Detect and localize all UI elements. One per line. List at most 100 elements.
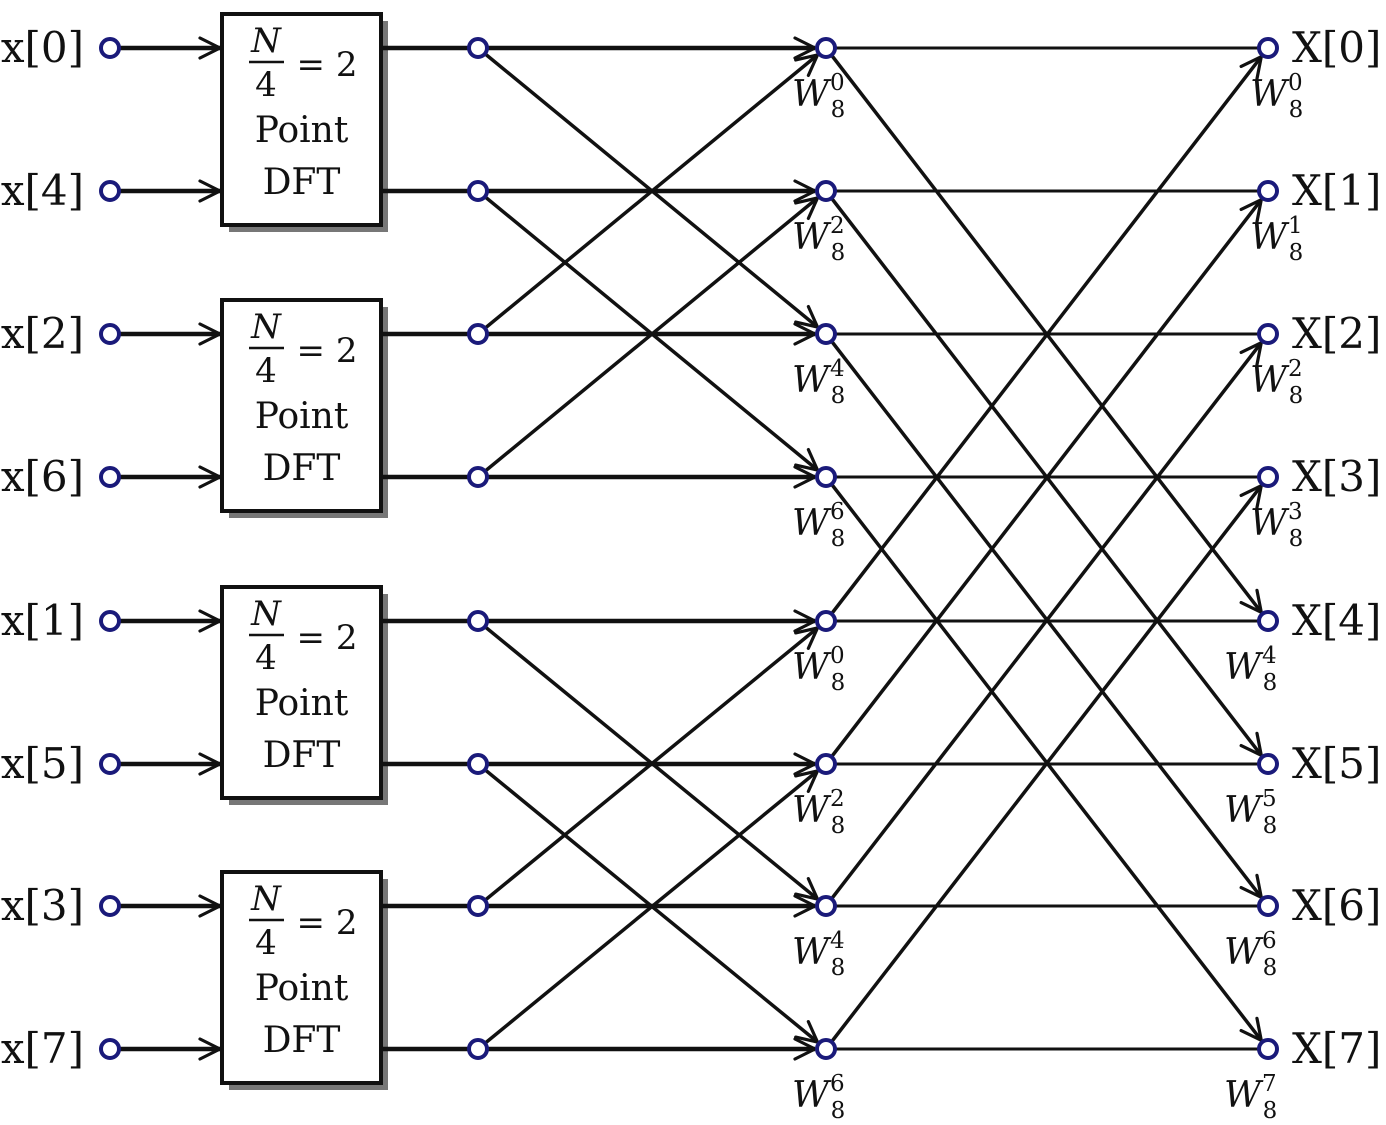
input-label-2: x[2] [1, 309, 84, 358]
twiddle-base: W [792, 932, 832, 973]
output-node-0 [1257, 37, 1279, 59]
twiddle-base: W [792, 790, 832, 831]
twiddle-base: W [1224, 932, 1264, 973]
twiddle-subscript: 8 [831, 383, 846, 409]
twiddle-exponent: 0 [830, 70, 845, 96]
stage3-cross-3 [824, 475, 1263, 1042]
twiddle-subscript: 8 [1289, 97, 1304, 123]
dft-fraction-denominator: 4 [255, 65, 277, 105]
dft-fraction-numerator: N [250, 594, 282, 634]
twiddle-exponent: 2 [830, 213, 845, 239]
stage3-cross-1 [824, 189, 1263, 757]
stage2-node-1 [815, 180, 837, 202]
twiddle-subscript: 8 [831, 1098, 846, 1124]
twiddle-subscript: 8 [831, 97, 846, 123]
input-node-3 [99, 466, 121, 488]
dft-label-dft: DFT [263, 448, 341, 489]
twiddle-subscript: 8 [1263, 670, 1278, 696]
dft-box [220, 12, 383, 227]
input-label-4: x[1] [1, 596, 84, 645]
stage2-cross-3 [476, 196, 820, 479]
twiddle-subscript: 8 [831, 240, 846, 266]
input-node-4 [99, 610, 121, 632]
input-label-0: x[0] [1, 23, 84, 72]
stage3-cross-2 [824, 332, 1263, 899]
twiddle-subscript: 8 [831, 526, 846, 552]
dft-fraction-denominator: 4 [255, 638, 277, 678]
dft-box [220, 585, 383, 800]
dft-label-point: Point [255, 110, 349, 151]
stage1-node-3 [467, 466, 489, 488]
twiddle-exponent: 2 [1288, 356, 1303, 382]
output-label-5: X[5] [1292, 739, 1381, 788]
twiddle-base: W [1250, 503, 1290, 544]
twiddle-base: W [1224, 647, 1264, 688]
output-node-1 [1257, 180, 1279, 202]
input-node-2 [99, 323, 121, 345]
stage2-cross-1 [476, 189, 820, 472]
twiddle-exponent: 4 [1262, 643, 1277, 669]
output-node-5 [1257, 753, 1279, 775]
stage3-cross-4 [824, 55, 1263, 623]
stage2-node-6 [815, 895, 837, 917]
twiddle-subscript: 8 [831, 955, 846, 981]
dft-equals-two: = 2 [297, 45, 358, 85]
dft-fraction-denominator: 4 [255, 923, 277, 963]
stage3-cross-7 [824, 484, 1263, 1051]
twiddle-subscript: 8 [1289, 383, 1304, 409]
dft-box [220, 870, 383, 1085]
twiddle-exponent: 6 [1262, 928, 1277, 954]
twiddle-exponent: 0 [1288, 70, 1303, 96]
stage2-cross-4 [476, 619, 820, 901]
twiddle-subscript: 8 [1289, 240, 1304, 266]
input-node-1 [99, 180, 121, 202]
output-label-4: X[4] [1292, 596, 1381, 645]
stage2-cross-6 [476, 626, 820, 908]
stage2-node-4 [815, 610, 837, 632]
twiddle-base: W [792, 1075, 832, 1116]
stage2-cross-2 [476, 53, 820, 336]
twiddle-exponent: 5 [1262, 786, 1277, 812]
output-label-6: X[6] [1292, 881, 1381, 930]
stage2-node-3 [815, 466, 837, 488]
dft-fraction-numerator: N [250, 21, 282, 61]
dft-label-dft: DFT [263, 1020, 341, 1061]
dft-equals-two: = 2 [297, 331, 358, 371]
input-label-6: x[3] [1, 881, 84, 930]
twiddle-base: W [792, 217, 832, 258]
twiddle-base: W [1224, 1075, 1264, 1116]
dft-label-dft: DFT [263, 735, 341, 776]
twiddle-exponent: 0 [830, 643, 845, 669]
stage1-node-5 [467, 753, 489, 775]
stage1-node-4 [467, 610, 489, 632]
stage1-node-6 [467, 895, 489, 917]
output-node-6 [1257, 895, 1279, 917]
input-label-7: x[7] [1, 1024, 84, 1073]
input-label-1: x[4] [1, 166, 84, 215]
twiddle-exponent: 1 [1288, 213, 1303, 239]
stage1-node-1 [467, 180, 489, 202]
stage2-node-7 [815, 1038, 837, 1060]
twiddle-base: W [1250, 217, 1290, 258]
output-node-3 [1257, 466, 1279, 488]
stage3-cross-6 [824, 341, 1263, 908]
stage3-cross-5 [824, 198, 1263, 766]
dft-label-dft: DFT [263, 162, 341, 203]
twiddle-exponent: 6 [830, 499, 845, 525]
dft-box [220, 298, 383, 513]
twiddle-exponent: 2 [830, 786, 845, 812]
twiddle-exponent: 6 [830, 1071, 845, 1097]
twiddle-subscript: 8 [1263, 955, 1278, 981]
stage1-node-2 [467, 323, 489, 345]
